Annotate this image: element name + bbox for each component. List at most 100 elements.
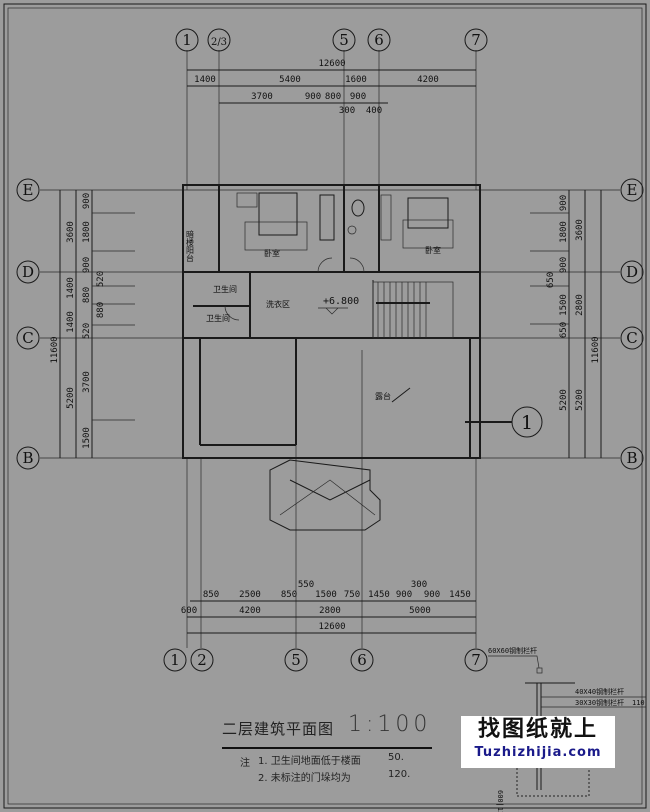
room-label-terrace: 露台 xyxy=(375,391,391,401)
room-label-bath-2: 卫生间 xyxy=(206,313,230,323)
room-label-laundry: 洗衣区 xyxy=(266,299,290,309)
elevation-marker xyxy=(318,307,348,315)
dim-left-mid: 5200 xyxy=(66,387,76,409)
axis-left-1-label: D xyxy=(22,263,34,281)
dim-left-total: 11600 xyxy=(50,336,60,363)
title-underline xyxy=(222,747,432,749)
detail-label-rail2: 30X30钢制栏杆 xyxy=(575,698,624,707)
dim-top-total: 12600 xyxy=(318,59,345,69)
axis-right-0-label: E xyxy=(627,181,638,199)
room-label-balcony: 暗楼阳台 xyxy=(186,229,195,263)
axis-bottom-0-label: 1 xyxy=(170,651,180,669)
dim-bottom-row1: 1500 xyxy=(315,590,337,600)
dim-left-inner: 900 xyxy=(82,193,92,209)
dim-right-inner: 1800 xyxy=(559,221,569,243)
dim-bottom-row1: 900 xyxy=(396,590,412,600)
dim-right-total: 11600 xyxy=(591,336,601,363)
dim-left-mid: 1400 xyxy=(66,277,76,299)
dim-bottom-row1: 850 xyxy=(203,590,219,600)
dim-top-row2: 1400 xyxy=(194,75,216,85)
drawing-inner-frame xyxy=(7,7,643,805)
detail-label-rail1: 40X40钢制栏杆 xyxy=(575,687,624,696)
note-2-value: 120. xyxy=(388,769,411,780)
dim-left-inner: 880 xyxy=(96,302,106,318)
dim-right-mid: 2800 xyxy=(575,294,585,316)
axis-top-2-bubble xyxy=(332,28,356,52)
axis-top-0-label: 1 xyxy=(182,31,192,49)
room-label-bath-1: 卫生间 xyxy=(213,284,237,294)
axis-top-1-label: 2/3 xyxy=(211,37,227,48)
axis-bottom-1-label: 2 xyxy=(197,651,207,669)
note-1-value: 50. xyxy=(388,752,404,763)
axis-left-0-bubble xyxy=(16,178,40,202)
detail-ref-number: 1 xyxy=(521,412,533,434)
dim-left-mid: 1400 xyxy=(66,311,76,333)
dim-bottom-row2: 5000 xyxy=(409,606,431,616)
dim-top-row3: 900 xyxy=(350,92,366,102)
dim-bottom-row2: 600 xyxy=(181,606,197,616)
dim-right-inner: 650 xyxy=(546,272,556,288)
dim-bottom-row1: 900 xyxy=(424,590,440,600)
dim-top-row3: 800 xyxy=(325,92,341,102)
dim-bottom-row2: 4200 xyxy=(239,606,261,616)
axis-bottom-0-bubble xyxy=(163,648,187,672)
dim-bottom-total: 12600 xyxy=(318,622,345,632)
dim-bottom-row1: 2500 xyxy=(239,590,261,600)
watermark-url: Tuzhizhijia.com xyxy=(474,745,602,760)
dim-left-inner: 520 xyxy=(82,323,92,339)
axis-top-3-bubble xyxy=(367,28,391,52)
dim-top-row2: 4200 xyxy=(417,75,439,85)
dim-bottom-row1: 850 xyxy=(281,590,297,600)
dim-left-inner: 880 xyxy=(82,287,92,303)
axis-bottom-2-label: 5 xyxy=(291,651,301,669)
detail-bubble xyxy=(511,406,543,438)
detail-label-top: 60X60钢制栏杆 xyxy=(488,646,537,655)
axis-right-3-label: B xyxy=(626,449,637,467)
axis-bottom-1-bubble xyxy=(190,648,214,672)
elevation-label: +6.800 xyxy=(323,296,359,307)
axis-top-0-bubble xyxy=(175,28,199,52)
watermark: 找图纸就上 Tuzhizhijia.com xyxy=(461,716,615,768)
dim-left-inner: 520 xyxy=(96,271,106,287)
dim-right-mid: 5200 xyxy=(575,389,585,411)
axis-left-0-label: E xyxy=(23,181,34,199)
dim-left-inner: 1500 xyxy=(82,427,92,449)
axis-bottom-2-bubble xyxy=(284,648,308,672)
dim-bottom-row1: 550 xyxy=(298,580,314,590)
axis-bottom-3-bubble xyxy=(350,648,374,672)
dim-bottom-row1: 1450 xyxy=(368,590,390,600)
axis-top-4-label: 7 xyxy=(471,31,481,49)
room-label-bedroom-left: 卧室 xyxy=(264,248,280,258)
dim-top-row3: 3700 xyxy=(251,92,273,102)
axis-right-1-label: D xyxy=(626,263,638,281)
dim-top-row2: 5400 xyxy=(279,75,301,85)
dim-right-inner: 5200 xyxy=(559,389,569,411)
drawing-title: 二层建筑平面图 xyxy=(222,720,335,738)
axis-top-4-bubble xyxy=(464,28,488,52)
axis-right-3-bubble xyxy=(620,446,644,470)
dim-left-inner: 1800 xyxy=(82,221,92,243)
notes-prefix: 注 xyxy=(240,758,250,769)
dim-left-mid: 3600 xyxy=(66,221,76,243)
axis-right-1-bubble xyxy=(620,260,644,284)
dim-right-inner: 900 xyxy=(559,257,569,273)
drawing-frame xyxy=(3,3,647,809)
slope-arrow xyxy=(391,387,411,403)
detail-label-height: 600|120 xyxy=(496,790,504,812)
dim-bottom-row1: 300 xyxy=(411,580,427,590)
axis-top-2-label: 5 xyxy=(339,31,349,49)
note-1-text: 1. 卫生间地面低于楼面 xyxy=(258,756,361,767)
dim-right-inner: 650 xyxy=(559,322,569,338)
axis-right-0-bubble xyxy=(620,178,644,202)
axis-bottom-4-label: 7 xyxy=(471,651,481,669)
axis-left-1-bubble xyxy=(16,260,40,284)
note-2-text: 2. 未标注的门垛均为 xyxy=(258,773,351,784)
room-label-bedroom-right: 卧室 xyxy=(425,245,441,255)
axis-bottom-3-label: 6 xyxy=(357,651,367,669)
dim-top-row3: 300 xyxy=(339,106,355,116)
axis-bottom-4-bubble xyxy=(464,648,488,672)
dim-right-inner: 1500 xyxy=(559,294,569,316)
dim-bottom-row1: 750 xyxy=(344,590,360,600)
